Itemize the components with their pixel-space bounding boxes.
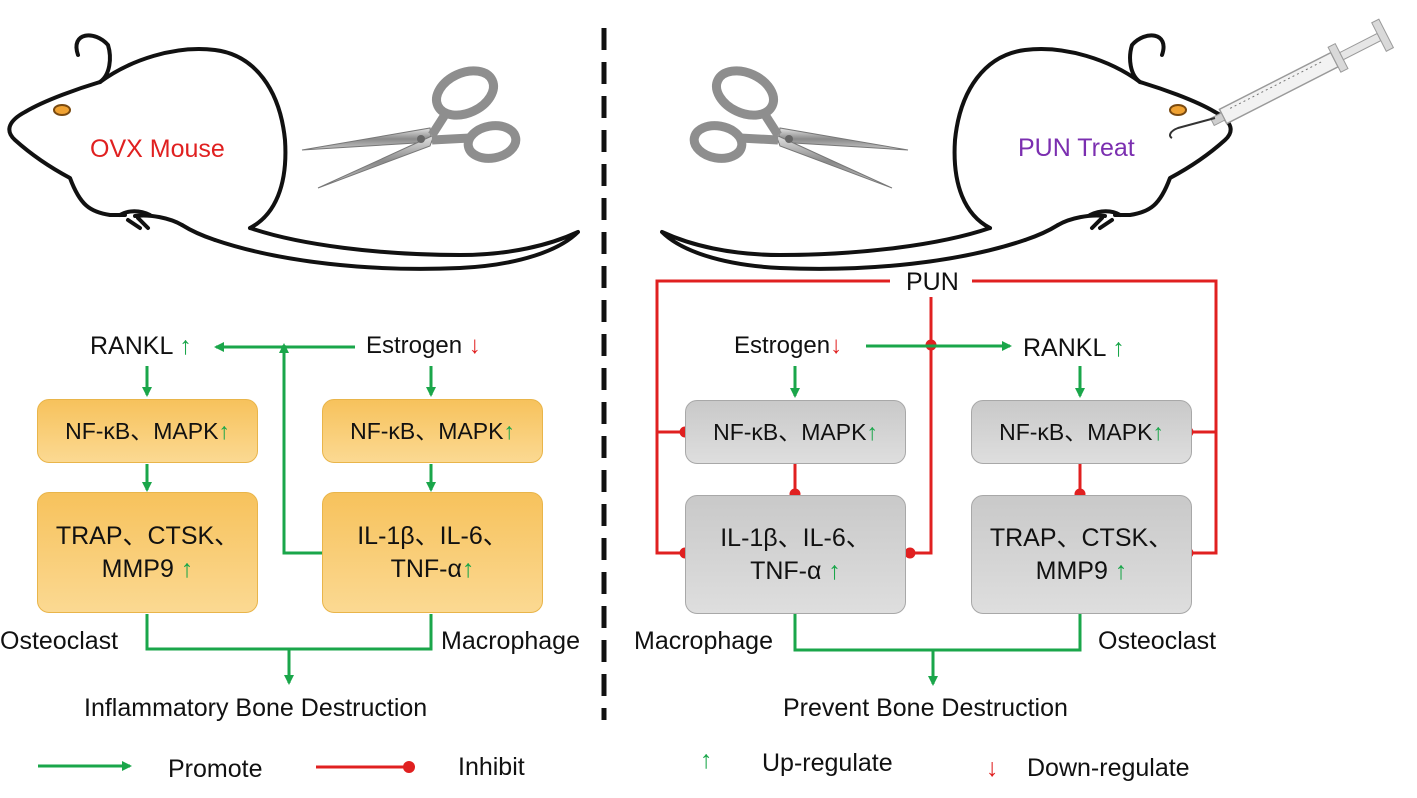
right-il-box: IL-1β、IL-6、 TNF-α ↑ bbox=[685, 495, 906, 614]
scissors-right-drawing bbox=[689, 66, 909, 189]
right-estrogen-node: Estrogen↓ bbox=[734, 332, 842, 360]
scissors-left-drawing bbox=[301, 66, 521, 189]
trap-line-2: MMP9 bbox=[101, 554, 174, 583]
left-outcome-label: Inflammatory Bone Destruction bbox=[84, 694, 428, 722]
nfkb-mapk-text: NF-κB、MAPK bbox=[999, 418, 1153, 445]
il-line-1: IL-1β、IL-6、 bbox=[720, 523, 871, 552]
pun-mouse-drawing bbox=[660, 33, 1233, 271]
right-macrophage-label: Macrophage bbox=[634, 627, 773, 655]
right-rankl-text: RANKL bbox=[1023, 334, 1106, 362]
right-rankl-node: RANKL ↑ bbox=[1023, 334, 1125, 363]
left-il-box: IL-1β、IL-6、 TNF-α↑ bbox=[322, 492, 543, 613]
right-trap-box: TRAP、CTSK、 MMP9 ↑ bbox=[971, 495, 1192, 614]
left-nfkb-box-2: NF-κB、MAPK↑ bbox=[322, 399, 543, 463]
legend-inhibit-label: Inhibit bbox=[458, 753, 525, 781]
up-arrow-icon: ↑ bbox=[828, 556, 841, 585]
left-connectors bbox=[142, 342, 436, 685]
pun-node-label: PUN bbox=[906, 268, 959, 296]
up-arrow-icon: ↑ bbox=[1114, 556, 1128, 585]
up-arrow-icon: ↑ bbox=[1152, 418, 1164, 445]
down-arrow-icon: ↓ bbox=[830, 332, 843, 359]
left-rankl-node: RANKL ↑ bbox=[90, 332, 192, 361]
up-arrow-icon: ↑ bbox=[1112, 334, 1125, 362]
legend-graphics bbox=[38, 761, 415, 773]
trap-line-2: MMP9 bbox=[1035, 556, 1108, 585]
legend-up-label: Up-regulate bbox=[762, 749, 893, 777]
up-arrow-icon: ↑ bbox=[503, 417, 515, 444]
left-osteoclast-label: Osteoclast bbox=[0, 627, 119, 655]
trap-line-1: TRAP、CTSK、 bbox=[989, 523, 1174, 552]
legend-inhibit-dot bbox=[403, 761, 415, 773]
nfkb-mapk-text: NF-κB、MAPK bbox=[65, 417, 219, 444]
right-outcome-label: Prevent Bone Destruction bbox=[783, 694, 1068, 722]
left-nfkb-box-1: NF-κB、MAPK↑ bbox=[37, 399, 258, 463]
left-macrophage-label: Macrophage bbox=[441, 627, 580, 655]
legend-up-arrow-icon: ↑ bbox=[700, 746, 713, 774]
up-arrow-icon: ↑ bbox=[461, 554, 475, 583]
left-estrogen-node: Estrogen ↓ bbox=[366, 332, 481, 360]
up-arrow-icon: ↑ bbox=[180, 554, 194, 583]
pun-treat-label: PUN Treat bbox=[1018, 134, 1135, 162]
il-line-2: TNF-α bbox=[390, 554, 462, 583]
up-arrow-icon: ↑ bbox=[218, 417, 230, 444]
legend-down-label: Down-regulate bbox=[1027, 754, 1190, 782]
left-estrogen-text: Estrogen bbox=[366, 332, 463, 359]
down-arrow-icon: ↓ bbox=[468, 332, 481, 359]
right-nfkb-box-1: NF-κB、MAPK↑ bbox=[685, 400, 906, 464]
trap-line-1: TRAP、CTSK、 bbox=[55, 521, 240, 550]
legend-promote-label: Promote bbox=[168, 755, 263, 783]
up-arrow-icon: ↑ bbox=[179, 332, 192, 360]
left-rankl-text: RANKL bbox=[90, 332, 173, 360]
right-nfkb-box-2: NF-κB、MAPK↑ bbox=[971, 400, 1192, 464]
syringe-drawing bbox=[1169, 18, 1395, 139]
ovx-mouse-label: OVX Mouse bbox=[90, 135, 225, 163]
right-estrogen-text: Estrogen bbox=[734, 332, 831, 359]
ovx-mouse-drawing bbox=[7, 33, 580, 271]
il-line-2: TNF-α bbox=[750, 556, 822, 585]
il-line-1: IL-1β、IL-6、 bbox=[357, 521, 508, 550]
right-osteoclast-label: Osteoclast bbox=[1098, 627, 1217, 655]
nfkb-mapk-text: NF-κB、MAPK bbox=[713, 418, 867, 445]
up-arrow-icon: ↑ bbox=[866, 418, 878, 445]
legend-down-arrow-icon: ↓ bbox=[986, 754, 999, 782]
nfkb-mapk-text: NF-κB、MAPK bbox=[350, 417, 504, 444]
left-trap-box: TRAP、CTSK、 MMP9 ↑ bbox=[37, 492, 258, 613]
